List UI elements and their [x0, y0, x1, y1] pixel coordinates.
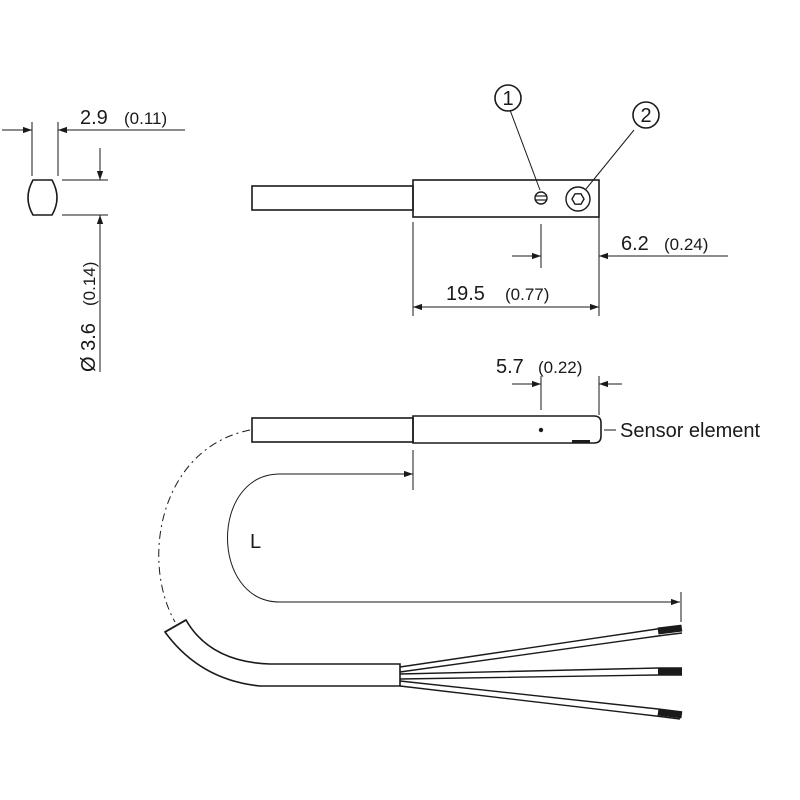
- cable-length-label: L: [250, 531, 261, 553]
- cross-section-view: 2.9 (0.11) Ø 3.6 (0.14): [2, 107, 185, 372]
- sensor-offset-mm: 5.7: [496, 356, 524, 378]
- lead-tip-top: [657, 624, 683, 635]
- lead-tip-middle: [658, 668, 682, 675]
- sensor-body-top: [412, 179, 600, 218]
- screw-offset-in: (0.24): [664, 235, 708, 254]
- sensor-bottom-notch: [572, 440, 590, 443]
- cable-stub-side: [251, 417, 414, 443]
- body-length-mm: 19.5: [446, 283, 485, 305]
- cable-cut-end: [164, 619, 187, 633]
- side-view: 5.7 (0.22) Sensor element L: [158, 356, 761, 720]
- sensor-body-side: [412, 415, 602, 444]
- diameter-dimension-mm: Ø 3.6: [78, 323, 100, 372]
- body-length-in: (0.77): [505, 285, 549, 304]
- callout-1-number: 1: [502, 88, 513, 110]
- feature-1-mark: [534, 191, 548, 205]
- lead-wire-middle: [399, 667, 682, 680]
- callout-2-number: 2: [640, 105, 651, 127]
- sensor-element-label: Sensor element: [620, 420, 761, 442]
- cable-stub-top: [251, 185, 414, 211]
- sensor-cross-section: [27, 179, 58, 216]
- callout-2-circle: [632, 101, 660, 129]
- sensor-offset-in: (0.22): [538, 358, 582, 377]
- callout-2-leader: [585, 129, 635, 190]
- diameter-dimension-in: (0.14): [80, 262, 99, 306]
- width-dimension-in: (0.11): [124, 109, 167, 128]
- top-view: 1 2 6.2 (0.24) 19.5 (0.77): [251, 84, 728, 316]
- lead-wire-top: [399, 625, 683, 673]
- cable-length-line: [227, 470, 680, 606]
- screw-offset-mm: 6.2: [621, 233, 649, 255]
- lead-tip-bottom: [657, 708, 683, 719]
- width-dimension-mm: 2.9: [80, 107, 108, 129]
- sensor-element-dot: [538, 427, 544, 433]
- hex-socket-icon: [571, 193, 585, 205]
- lead-wire-bottom: [399, 680, 683, 720]
- cable-sheath: [163, 618, 401, 687]
- callout-1-circle: [494, 84, 522, 112]
- omitted-cable-dashed: [158, 429, 251, 623]
- lead-wires: [399, 624, 683, 720]
- screw-outer: [565, 186, 591, 212]
- callout-1-leader: [509, 109, 541, 191]
